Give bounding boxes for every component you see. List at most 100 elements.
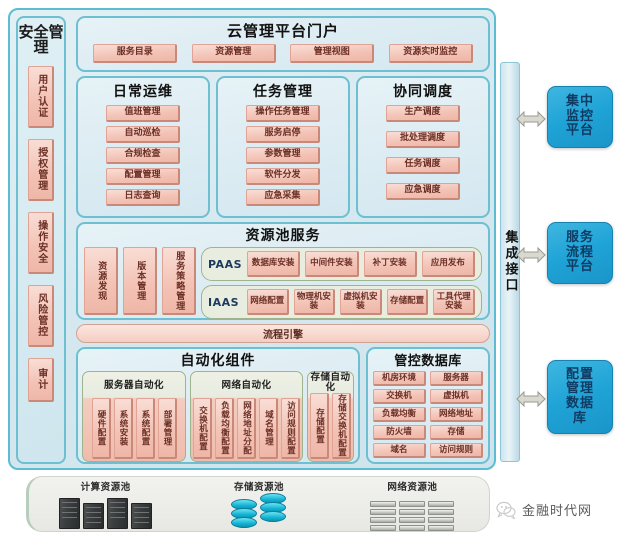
paas-item-database-install[interactable]: 数据库安装 <box>247 251 301 277</box>
storage-item-storage-config[interactable]: 存储配置 <box>310 393 329 459</box>
iaas-item-virtual-machine-install[interactable]: 虚拟机安装 <box>340 289 382 315</box>
item-production-scheduling[interactable]: 生产调度 <box>386 105 460 122</box>
db-item-server[interactable]: 服务器 <box>430 371 483 386</box>
tier-label-paas: PAAS <box>208 257 243 271</box>
column-item-list: 操作任务管理 服务启停 参数管理 软件分发 应急采集 <box>218 105 348 206</box>
group-title: 网络自动化 <box>221 379 272 391</box>
server-item-deploy-management[interactable]: 部署管理 <box>157 398 177 459</box>
network-item-switch-config[interactable]: 交换机配置 <box>193 398 212 459</box>
column-title: 日常运维 <box>113 84 173 100</box>
control-database-title: 管控数据库 <box>394 354 462 369</box>
db-item-storage[interactable]: 存储 <box>430 425 483 440</box>
item-service-start-stop[interactable]: 服务启停 <box>246 126 320 143</box>
item-auto-inspection[interactable]: 自动巡检 <box>106 126 180 143</box>
server-item-os-config[interactable]: 系统配置 <box>135 398 155 459</box>
item-emergency-collection[interactable]: 应急采集 <box>246 189 320 206</box>
iaas-item-network-config[interactable]: 网络配置 <box>247 289 289 315</box>
sidebar-item-authorization[interactable]: 授权管理 <box>28 138 54 201</box>
integration-interface-label: 集成接口 <box>502 230 518 294</box>
pool-label-compute: 计算资源池 <box>80 482 131 493</box>
column-item-list: 值班管理 自动巡检 合规检查 配置管理 日志查询 <box>78 105 208 206</box>
column-title: 任务管理 <box>253 84 313 100</box>
item-parameter-management[interactable]: 参数管理 <box>246 147 320 164</box>
db-item-load-balancer[interactable]: 负载均衡 <box>373 407 426 422</box>
network-item-ip-allocation[interactable]: 网络地址分配 <box>237 398 256 459</box>
box-service-policy-management[interactable]: 服务策略管理 <box>162 247 196 315</box>
network-item-load-balance-config[interactable]: 负载均衡配置 <box>215 398 234 459</box>
resource-pool-left-boxes: 资源发现 版本管理 服务策略管理 <box>84 247 196 319</box>
db-item-access-rule[interactable]: 访问规则 <box>430 443 483 458</box>
flow-engine-bar[interactable]: 流程引擎 <box>76 324 490 343</box>
item-duty-management[interactable]: 值班管理 <box>106 105 180 122</box>
resource-pool-tiers: PAAS 数据库安装 中间件安装 补丁安装 应用发布 IAAS 网络配置 物理机… <box>201 247 482 319</box>
portal-title: 云管理平台门户 <box>226 22 339 40</box>
item-config-management[interactable]: 配置管理 <box>106 168 180 185</box>
pool-label-storage: 存储资源池 <box>233 482 284 493</box>
portal-button-service-catalog[interactable]: 服务目录 <box>93 44 178 63</box>
operations-columns: 日常运维 值班管理 自动巡检 合规检查 配置管理 日志查询 任务管理 操作任务管… <box>76 76 490 218</box>
item-emergency-scheduling[interactable]: 应急调度 <box>386 183 460 200</box>
iaas-item-physical-machine-install[interactable]: 物理机安装 <box>293 289 336 315</box>
portal-panel: 云管理平台门户 服务目录 资源管理 管理视图 资源实时监控 <box>76 16 490 72</box>
control-database-grid: 机房环境 服务器 交换机 虚拟机 负载均衡 网络地址 防火墙 存储 域名 访问规… <box>368 369 488 458</box>
resource-pool-service-body: 资源发现 版本管理 服务策略管理 PAAS 数据库安装 中间件安装 补丁安装 应… <box>78 245 488 319</box>
item-operation-task-management[interactable]: 操作任务管理 <box>246 105 320 122</box>
portal-button-management-view[interactable]: 管理视图 <box>290 44 375 63</box>
switch-stack-icon <box>336 493 489 531</box>
external-platform-cmdb[interactable]: 配置 管理 数据 库 <box>547 360 613 434</box>
group-items: 交换机配置 负载均衡配置 网络地址分配 域名管理 访问规则配置 <box>193 398 300 459</box>
watermark-text: 金融时代网 <box>522 504 593 519</box>
db-item-domain-name[interactable]: 域名 <box>373 443 426 458</box>
group-items: 存储配置 存储交换机配置 <box>310 393 351 459</box>
double-arrow-icon-monitoring <box>516 110 546 128</box>
double-arrow-icon-cmdb <box>516 390 546 408</box>
sidebar-item-list: 用户认证 授权管理 操作安全 风险管控 审计 <box>18 65 64 402</box>
item-batch-scheduling[interactable]: 批处理调度 <box>386 131 460 148</box>
db-item-firewall[interactable]: 防火墙 <box>373 425 426 440</box>
group-items: 硬件配置 系统安装 系统配置 部署管理 <box>91 398 177 459</box>
iaas-item-storage-config[interactable]: 存储配置 <box>386 289 429 315</box>
db-item-network-address[interactable]: 网络地址 <box>430 407 483 422</box>
item-compliance-check[interactable]: 合规检查 <box>106 147 180 164</box>
sidebar-item-risk-control[interactable]: 风险管控 <box>28 284 54 347</box>
network-item-access-rule-config[interactable]: 访问规则配置 <box>281 398 300 459</box>
server-item-hardware-config[interactable]: 硬件配置 <box>91 398 111 459</box>
paas-item-middleware-install[interactable]: 中间件安装 <box>305 251 359 277</box>
db-item-switch[interactable]: 交换机 <box>373 389 426 404</box>
platform-label: 服务 流程 平台 <box>565 230 594 275</box>
pool-storage: 存储资源池 <box>182 477 335 531</box>
pool-compute: 计算资源池 <box>29 477 182 531</box>
network-item-domain-management[interactable]: 域名管理 <box>259 398 278 459</box>
item-task-scheduling[interactable]: 任务调度 <box>386 157 460 174</box>
db-item-datacenter-environment[interactable]: 机房环境 <box>373 371 426 386</box>
server-item-os-install[interactable]: 系统安装 <box>113 398 133 459</box>
db-item-virtual-machine[interactable]: 虚拟机 <box>430 389 483 404</box>
sidebar-item-audit[interactable]: 审计 <box>28 357 54 402</box>
portal-button-resource-management[interactable]: 资源管理 <box>191 44 276 63</box>
portal-button-realtime-monitor[interactable]: 资源实时监控 <box>388 44 473 63</box>
tier-paas: PAAS 数据库安装 中间件安装 补丁安装 应用发布 <box>201 247 482 281</box>
tier-label-iaas: IAAS <box>208 295 240 309</box>
external-platform-service-process[interactable]: 服务 流程 平台 <box>547 222 613 284</box>
group-storage-automation: 存储自动化 存储配置 存储交换机配置 <box>307 371 354 462</box>
tier-iaas: IAAS 网络配置 物理机安装 虚拟机安装 存储配置 工具代理安装 <box>201 285 482 319</box>
iaas-item-tool-agent-install[interactable]: 工具代理安装 <box>433 289 475 315</box>
item-log-query[interactable]: 日志查询 <box>106 189 180 206</box>
item-software-distribution[interactable]: 软件分发 <box>246 168 320 185</box>
disk-stack-icon <box>182 493 335 531</box>
box-version-management[interactable]: 版本管理 <box>123 247 157 315</box>
automation-components-panel: 自动化组件 服务器自动化 硬件配置 系统安装 系统配置 部署管理 网络自动化 <box>76 347 360 464</box>
sidebar-item-operation-security[interactable]: 操作安全 <box>28 211 54 274</box>
paas-item-app-release[interactable]: 应用发布 <box>421 251 476 277</box>
wechat-icon <box>496 501 516 519</box>
storage-item-storage-switch-config[interactable]: 存储交换机配置 <box>332 393 351 459</box>
double-arrow-icon-service-flow <box>516 246 546 264</box>
portal-button-row: 服务目录 资源管理 管理视图 资源实时监控 <box>78 41 488 63</box>
server-rack-icon <box>29 493 182 531</box>
external-platform-centralized-monitoring[interactable]: 集中 监控 平台 <box>547 86 613 148</box>
automation-title: 自动化组件 <box>180 353 256 369</box>
box-resource-discovery[interactable]: 资源发现 <box>84 247 118 315</box>
column-daily-operations: 日常运维 值班管理 自动巡检 合规检查 配置管理 日志查询 <box>76 76 210 218</box>
sidebar-item-user-auth[interactable]: 用户认证 <box>28 65 54 128</box>
paas-item-patch-install[interactable]: 补丁安装 <box>363 251 417 277</box>
